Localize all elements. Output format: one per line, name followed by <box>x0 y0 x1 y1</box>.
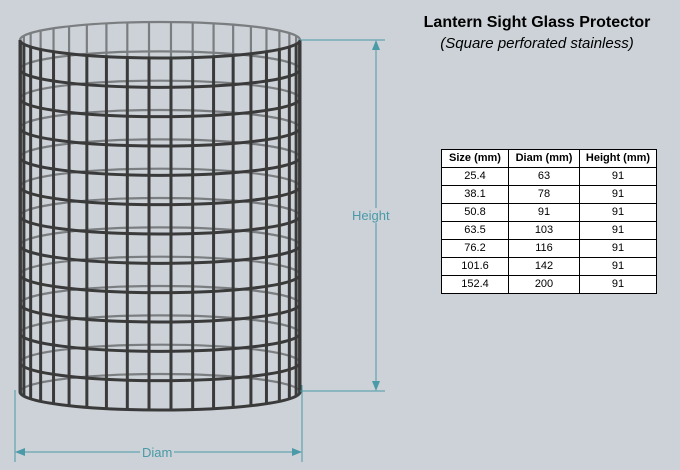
table-cell-diam: 63 <box>508 167 580 186</box>
table-header-height: Height (mm) <box>579 149 657 168</box>
cage-ring-front <box>18 127 302 148</box>
cage-ring-front <box>18 98 302 119</box>
table-cell-diam: 116 <box>508 239 580 258</box>
cage-ring-front <box>18 303 302 324</box>
cage-ring-back <box>18 108 302 129</box>
table-cell-size: 25.4 <box>441 167 509 186</box>
table-cell-diam: 142 <box>508 257 580 276</box>
cage-ring-back <box>18 226 302 246</box>
table-row: 38.1 78 91 <box>441 185 657 204</box>
height-dimension-label: Height <box>350 208 392 223</box>
diam-arrow-right <box>292 448 302 456</box>
perforated-cage <box>18 20 302 412</box>
table-row: 152.4 200 91 <box>441 275 657 294</box>
cage-ring-front <box>18 39 302 60</box>
table-header-size: Size (mm) <box>441 149 509 168</box>
cage-ring-back <box>18 138 302 158</box>
cage-ring-back <box>18 314 302 334</box>
table-header-diam: Diam (mm) <box>508 149 580 168</box>
cage-ring-back <box>18 167 302 187</box>
cage-ring-back <box>18 343 302 363</box>
cage-ring-back <box>18 20 302 41</box>
cage-back-layer <box>18 20 302 393</box>
table-row: 50.8 91 91 <box>441 203 657 222</box>
table-cell-size: 152.4 <box>441 275 509 294</box>
cage-ring-back <box>18 284 302 305</box>
table-cell-size: 76.2 <box>441 239 509 258</box>
cage-ring-back <box>18 255 302 275</box>
table-row: 63.5 103 91 <box>441 221 657 240</box>
cage-ring-front <box>18 244 302 265</box>
height-arrow-bottom <box>372 381 380 391</box>
cage-ring-front <box>18 156 302 177</box>
table-cell-diam: 103 <box>508 221 580 240</box>
table-cell-size: 101.6 <box>441 257 509 276</box>
diam-arrow-left <box>15 448 25 456</box>
cage-ring-front <box>18 186 302 207</box>
table-cell-size: 38.1 <box>441 185 509 204</box>
table-cell-height: 91 <box>579 239 657 258</box>
table-row: 101.6 142 91 <box>441 257 657 276</box>
table-cell-height: 91 <box>579 167 657 186</box>
table-row: 25.4 63 91 <box>441 167 657 186</box>
table-cell-height: 91 <box>579 275 657 294</box>
height-arrow-top <box>372 40 380 50</box>
cage-ring-front <box>18 362 302 383</box>
table-cell-height: 91 <box>579 203 657 222</box>
diagram-subtitle: (Square perforated stainless) <box>440 35 634 52</box>
size-table: Size (mm) Diam (mm) Height (mm) 25.4 63 … <box>441 149 657 294</box>
cage-ring-front <box>18 332 302 353</box>
table-cell-diam: 200 <box>508 275 580 294</box>
table-cell-height: 91 <box>579 185 657 204</box>
cage-ring-back <box>18 372 302 393</box>
table-cell-diam: 78 <box>508 185 580 204</box>
cage-ring-front <box>18 68 302 89</box>
cage-ring-back <box>18 79 302 99</box>
table-cell-height: 91 <box>579 257 657 276</box>
cage-ring-back <box>18 196 302 217</box>
cage-front-layer <box>18 39 302 412</box>
table-cell-size: 63.5 <box>441 221 509 240</box>
diagram-title: Lantern Sight Glass Protector <box>423 14 651 31</box>
table-cell-size: 50.8 <box>441 203 509 222</box>
table-cell-height: 91 <box>579 221 657 240</box>
diam-dimension-label: Diam <box>140 445 175 460</box>
cage-ring-back <box>18 50 302 70</box>
cage-ring-front <box>18 215 302 236</box>
table-header-row: Size (mm) Diam (mm) Height (mm) <box>441 149 657 168</box>
table-cell-diam: 91 <box>508 203 580 222</box>
cage-ring-front <box>18 391 302 412</box>
table-row: 76.2 116 91 <box>441 239 657 258</box>
cage-ring-front <box>18 274 302 295</box>
